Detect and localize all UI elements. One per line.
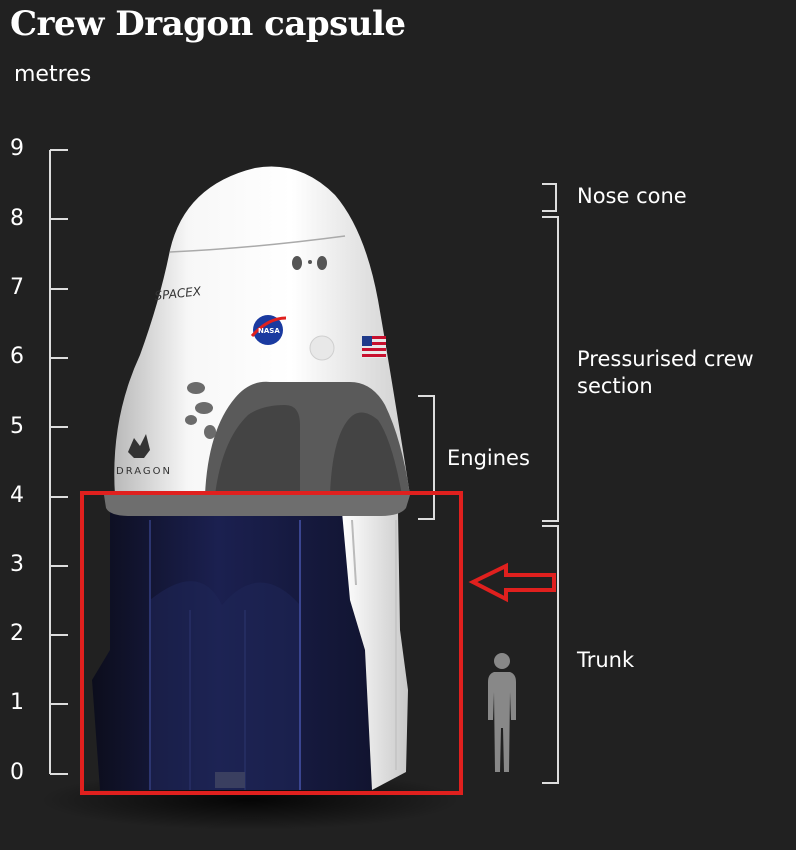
section-label-trunk: Trunk	[577, 648, 635, 672]
trunk-illustration	[92, 512, 408, 790]
section-label-engines: Engines	[447, 446, 530, 470]
us-flag-icon	[362, 336, 386, 358]
nasa-marking: NASA	[258, 327, 280, 335]
tick-label-7: 7	[10, 275, 24, 300]
trunk-bracket	[542, 525, 559, 784]
dragon-logo-icon	[128, 434, 150, 458]
tick-label-1: 1	[10, 690, 24, 715]
trunk-highlight-box	[80, 491, 463, 795]
tick-label-9: 9	[10, 136, 24, 161]
tick-label-2: 2	[10, 621, 24, 646]
tick-label-6: 6	[10, 344, 24, 369]
axis-unit-label: metres	[14, 62, 92, 87]
nose-cone-bracket	[542, 183, 557, 212]
dragon-marking: DRAGON	[116, 466, 172, 477]
y-axis	[49, 149, 68, 775]
capsule-base-ring	[104, 495, 410, 516]
trunk-highlight-arrow	[468, 562, 556, 603]
capsule-illustration	[114, 166, 411, 495]
section-label-nose-cone: Nose cone	[577, 184, 687, 208]
section-label-pressurised-crew: Pressurised crew section	[577, 347, 754, 398]
human-scale-figure	[488, 653, 516, 772]
tick-label-5: 5	[10, 414, 24, 439]
spacex-marking: SPACEX	[154, 284, 203, 303]
nasa-logo	[250, 315, 287, 345]
tick-label-8: 8	[10, 206, 24, 231]
engines-bracket	[418, 395, 435, 520]
page-title: Crew Dragon capsule	[10, 4, 406, 44]
tick-label-4: 4	[10, 483, 24, 508]
pressurised-crew-section-bracket	[542, 216, 559, 522]
tick-label-0: 0	[10, 760, 24, 785]
tick-label-3: 3	[10, 552, 24, 577]
